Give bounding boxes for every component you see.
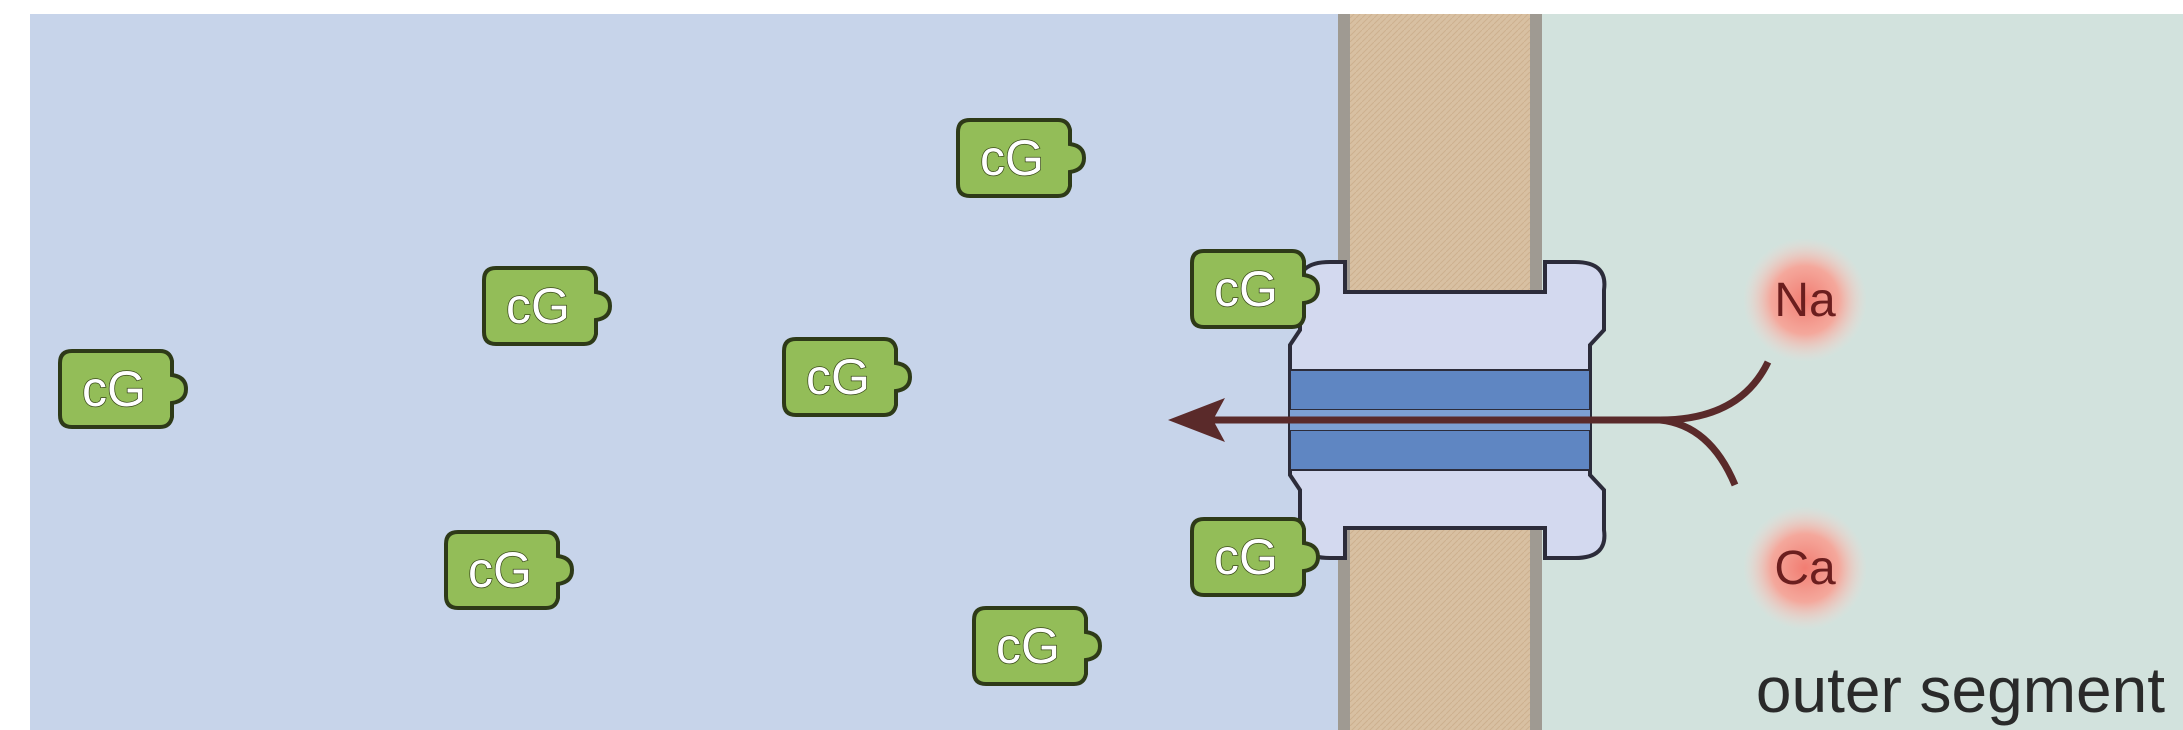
cgmp-label: cG bbox=[1214, 529, 1278, 585]
cgmp-label: cG bbox=[468, 542, 532, 598]
cgmp-label: cG bbox=[506, 278, 570, 334]
cgmp-label: cG bbox=[806, 349, 870, 405]
extracellular-region bbox=[1540, 14, 2183, 730]
cgmp-molecule: cG bbox=[484, 268, 610, 344]
calcium-ion-label: Ca bbox=[1774, 542, 1836, 595]
cgmp-label: cG bbox=[980, 130, 1044, 186]
cgmp-molecule: cG bbox=[60, 351, 186, 427]
calcium-ion: Ca bbox=[1743, 506, 1867, 630]
cgmp-molecule: cG bbox=[958, 120, 1084, 196]
cytoplasm-region bbox=[30, 14, 1350, 730]
channel-pore-lower bbox=[1290, 430, 1590, 470]
cgmp-label: cG bbox=[996, 618, 1060, 674]
cgmp-bound-upper: cG bbox=[1192, 251, 1318, 327]
cgmp-molecule: cG bbox=[446, 532, 572, 608]
left-margin bbox=[0, 0, 30, 730]
sodium-ion-label: Na bbox=[1774, 274, 1836, 327]
cgmp-bound-lower: cG bbox=[1192, 519, 1318, 595]
cgmp-molecule: cG bbox=[974, 608, 1100, 684]
sodium-ion: Na bbox=[1743, 238, 1867, 362]
top-margin bbox=[0, 0, 2183, 14]
cgmp-label: cG bbox=[82, 361, 146, 417]
cgmp-gated-channel bbox=[1290, 262, 1604, 558]
channel-pore-upper bbox=[1290, 370, 1590, 410]
cgmp-molecule: cG bbox=[784, 339, 910, 415]
cgmp-label: cG bbox=[1214, 261, 1278, 317]
outer-segment-label: outer segment bbox=[1756, 654, 2165, 726]
